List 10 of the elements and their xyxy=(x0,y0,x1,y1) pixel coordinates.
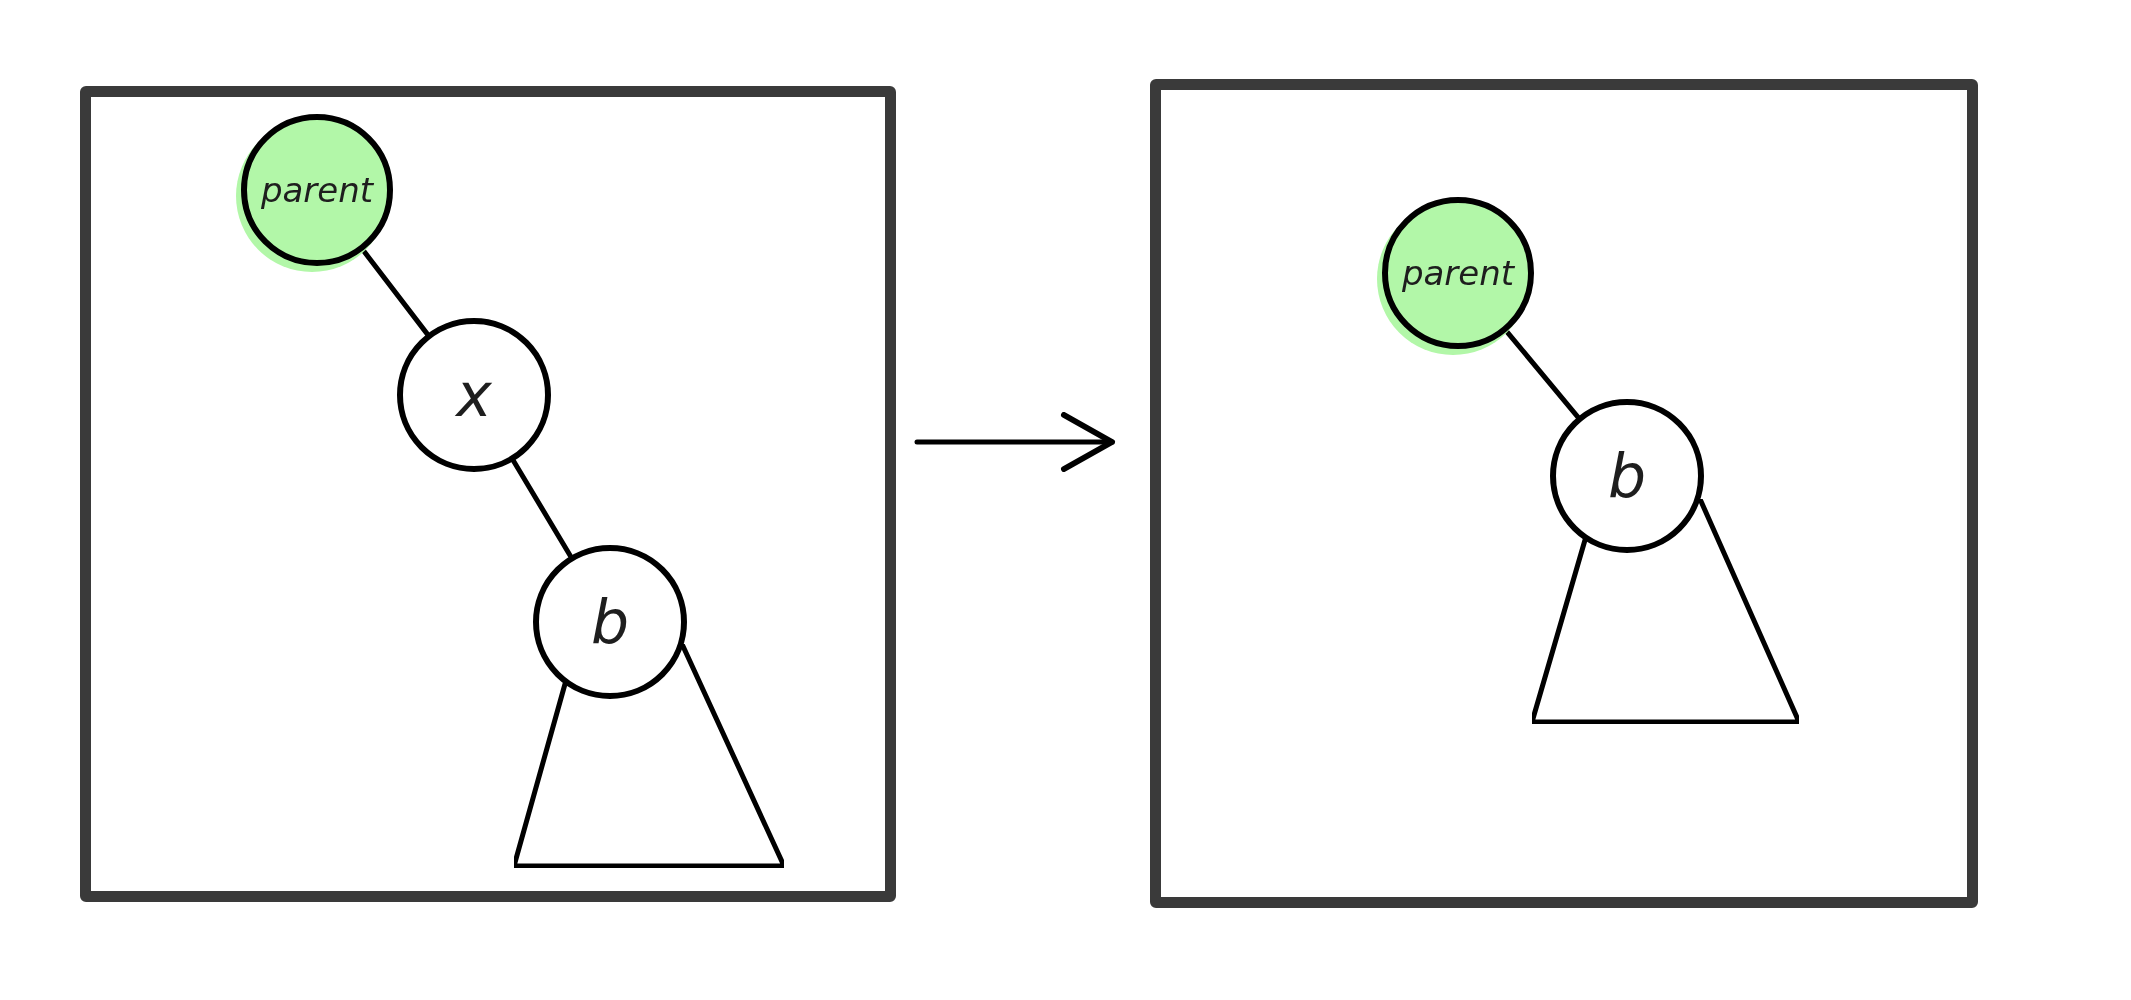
node-label: x xyxy=(456,360,492,430)
node-label: parent xyxy=(1401,253,1515,293)
node-label: b xyxy=(1607,441,1647,511)
tree-edge xyxy=(511,458,573,559)
frame-box xyxy=(80,86,896,902)
frame-box xyxy=(1150,79,1978,908)
arrow xyxy=(914,412,1115,472)
node-label: parent xyxy=(260,170,374,210)
node-label: b xyxy=(590,587,630,657)
tree-edge xyxy=(1504,328,1581,420)
